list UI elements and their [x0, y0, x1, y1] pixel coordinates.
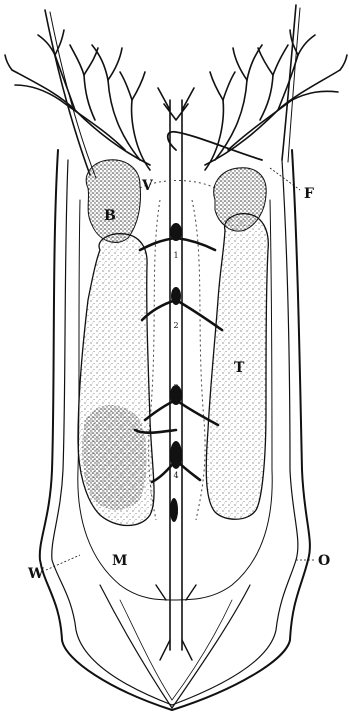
label-b: B [104, 208, 116, 224]
label-v: V [141, 178, 154, 194]
fold-inner-right [172, 600, 232, 700]
label-f: F [304, 186, 314, 202]
gland-b-left [86, 160, 140, 243]
dotted-membrane-right [192, 200, 205, 520]
leader-w [46, 555, 80, 570]
segment-number-5: 5 [173, 508, 178, 517]
segment-number-3: 3 [173, 383, 178, 392]
vessel-bottom-fork [156, 585, 196, 660]
label-t: T [234, 360, 245, 376]
fold-right [172, 585, 250, 708]
label-o: O [318, 553, 330, 569]
branched-appendage-right [205, 30, 347, 170]
vessel-top-fork [158, 88, 194, 120]
leader-f [270, 168, 300, 190]
organ-left-dense-patch [82, 405, 146, 510]
branched-appendage-left [5, 30, 150, 170]
segment-number-4: 4 [173, 471, 178, 480]
label-m: M [112, 553, 128, 569]
label-w: W [27, 566, 44, 582]
segment-number-2: 2 [173, 321, 178, 330]
segment-number-1: 1 [173, 251, 178, 260]
